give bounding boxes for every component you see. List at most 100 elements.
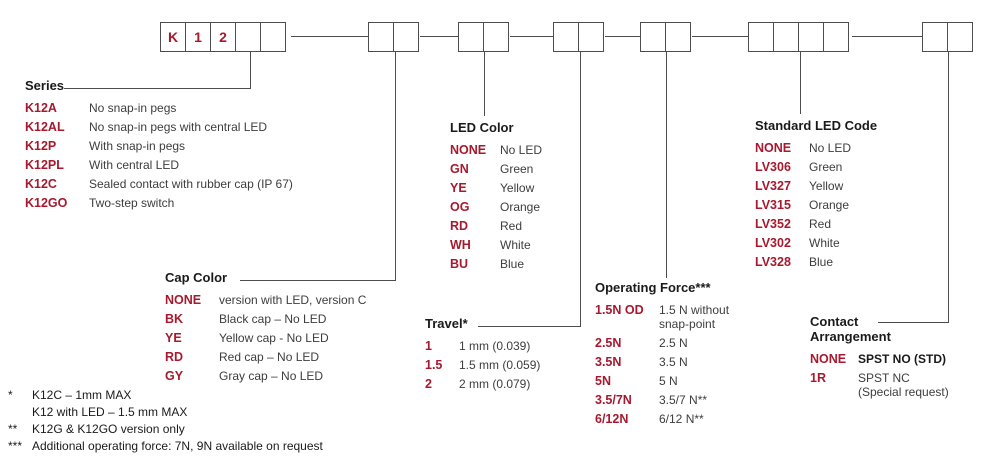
list-item: OG Orange: [450, 200, 542, 214]
option-code: K12P: [25, 139, 57, 153]
list-item: LV315 Orange: [755, 198, 877, 212]
footnote-text: K12 with LED – 1.5 mm MAX: [32, 405, 188, 419]
section-title: Cap Color: [165, 270, 228, 285]
option-desc: Red cap – No LED: [219, 350, 320, 364]
part-number-group-led-color: [458, 22, 509, 52]
part-number-cell: [640, 22, 666, 52]
part-number-cell: [773, 22, 799, 52]
option-desc: Red: [809, 217, 832, 231]
section-led-color: LED Color NONE No LED GN Green YE Yellow…: [450, 120, 542, 271]
option-code: K12GO: [25, 196, 68, 210]
part-number-cell: 2: [210, 22, 236, 52]
option-desc: Orange: [809, 198, 850, 212]
list-item: GY Gray cap – No LED: [165, 369, 366, 383]
option-desc: Black cap – No LED: [219, 312, 327, 326]
list-item: WH White: [450, 238, 542, 252]
option-code: RD: [450, 219, 469, 233]
section-title: Series: [25, 78, 65, 93]
option-code: LV352: [755, 217, 791, 231]
option-code: K12PL: [25, 158, 64, 172]
option-desc: 1 mm (0.039): [459, 339, 531, 353]
option-code: GN: [450, 162, 469, 176]
option-code: LV327: [755, 179, 791, 193]
option-desc: 1.5 N without snap-point: [659, 303, 730, 331]
part-number-group-contact: [922, 22, 973, 52]
option-code: NONE: [450, 143, 487, 157]
connector-line: [291, 36, 368, 37]
option-code: LV315: [755, 198, 791, 212]
option-desc: Two-step switch: [89, 196, 175, 210]
part-number-cell: [553, 22, 579, 52]
list-item: YE Yellow cap - No LED: [165, 331, 366, 345]
list-item: RD Red: [450, 219, 542, 233]
option-desc: Green: [809, 160, 843, 174]
section-title: Travel*: [425, 316, 468, 331]
connector-line: [605, 36, 640, 37]
option-desc: 2.5 N: [659, 336, 688, 350]
callout-line-led-code: [800, 52, 801, 114]
list-item: NONE No LED: [450, 143, 542, 157]
option-desc: No LED: [500, 143, 543, 157]
connector-line: [510, 36, 553, 37]
option-desc: Gray cap – No LED: [219, 369, 324, 383]
list-item: 1 1 mm (0.039): [425, 339, 540, 353]
part-number-cell: [798, 22, 824, 52]
list-item: BK Black cap – No LED: [165, 312, 366, 326]
option-desc: Yellow: [500, 181, 535, 195]
part-number-cell: [368, 22, 394, 52]
option-desc: Orange: [500, 200, 541, 214]
section-title: Arrangement: [810, 329, 891, 344]
option-desc: version with LED, version C: [219, 293, 367, 307]
list-item: K12PL With central LED: [25, 158, 293, 172]
part-number-cell: [748, 22, 774, 52]
list-item: 3.5N 3.5 N: [595, 355, 745, 369]
part-number-cell: [578, 22, 604, 52]
option-code: LV328: [755, 255, 791, 269]
option-desc: Yellow cap - No LED: [219, 331, 329, 345]
part-number-group-series: K 1 2: [160, 22, 286, 52]
option-desc: With snap-in pegs: [89, 139, 186, 153]
footnote-marker: **: [8, 422, 18, 436]
list-item: 1.5 1.5 mm (0.059): [425, 358, 540, 372]
footnote-text: K12G & K12GO version only: [32, 422, 185, 436]
part-number-cell: [922, 22, 948, 52]
option-code: GY: [165, 369, 184, 383]
footnote-marker: ***: [8, 439, 23, 453]
list-item: 5N 5 N: [595, 374, 745, 388]
option-code: 3.5/7N: [595, 393, 632, 407]
option-code: 1: [425, 339, 432, 353]
list-item: 1.5N OD 1.5 N without snap-point: [595, 303, 745, 331]
list-item: 6/12N 6/12 N**: [595, 412, 745, 426]
list-item: K12GO Two-step switch: [25, 196, 293, 210]
list-item: K12P With snap-in pegs: [25, 139, 293, 153]
part-number-cell: [260, 22, 286, 52]
callout-line-cap-color: [395, 52, 396, 281]
option-code: NONE: [165, 293, 202, 307]
option-desc: No LED: [809, 141, 852, 155]
option-code: 6/12N: [595, 412, 629, 426]
option-code: YE: [165, 331, 182, 345]
list-item: LV352 Red: [755, 217, 877, 231]
part-number-cell: 1: [185, 22, 211, 52]
part-number-group-led-code: [748, 22, 849, 52]
option-code: 2: [425, 377, 432, 391]
callout-line-travel: [478, 326, 581, 327]
option-desc: Sealed contact with rubber cap (IP 67): [89, 177, 293, 191]
option-code: NONE: [810, 352, 847, 366]
list-item: 3.5/7N 3.5/7 N**: [595, 393, 745, 407]
part-number-cell: [458, 22, 484, 52]
part-number-cell: [393, 22, 419, 52]
footnote: ** K12G & K12GO version only: [8, 423, 323, 436]
option-code: RD: [165, 350, 184, 364]
option-desc: 6/12 N**: [659, 412, 704, 426]
list-item: LV328 Blue: [755, 255, 877, 269]
list-item: LV306 Green: [755, 160, 877, 174]
option-desc: Red: [500, 219, 523, 233]
option-code: K12C: [25, 177, 57, 191]
option-code: 1.5N OD: [595, 303, 644, 317]
connector-line: [420, 36, 458, 37]
option-desc: 5 N: [659, 374, 678, 388]
part-number-cell: [483, 22, 509, 52]
option-code: BK: [165, 312, 184, 326]
